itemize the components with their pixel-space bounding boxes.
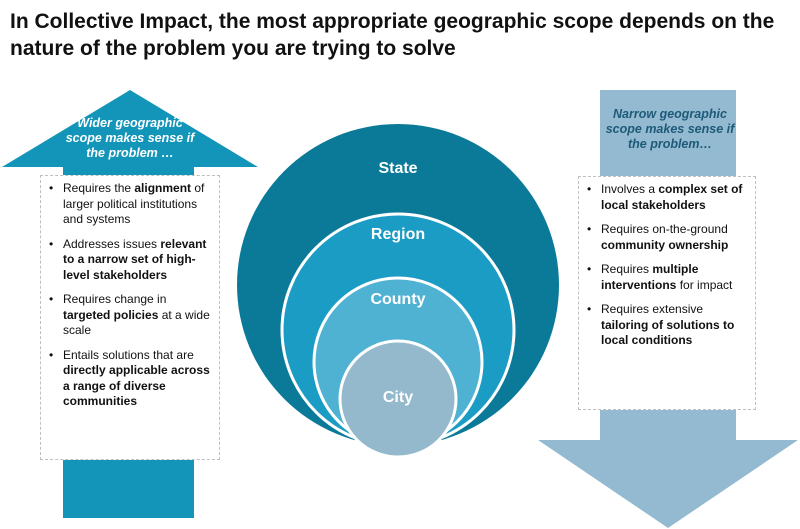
page-title: In Collective Impact, the most appropria… (10, 10, 775, 60)
narrow-scope-label: Narrow geographic scope makes sense if t… (605, 107, 735, 151)
region-label: Region (370, 226, 426, 243)
narrow-scope-criteria: Involves a complex set of local stakehol… (578, 176, 756, 410)
list-item: Requires extensive tailoring of solution… (585, 302, 749, 349)
county-label: County (370, 291, 426, 308)
list-item: Requires on-the-ground community ownersh… (585, 222, 749, 253)
list-item: Entails solutions that are directly appl… (47, 348, 213, 410)
list-item: Requires change in targeted policies at … (47, 292, 213, 339)
wider-scope-criteria: Requires the alignment of larger politic… (40, 175, 220, 460)
list-item: Addresses issues relevant to a narrow se… (47, 237, 213, 284)
city-circle (338, 339, 458, 459)
list-item: Involves a complex set of local stakehol… (585, 182, 749, 213)
wider-scope-label: Wider geographic scope makes sense if th… (65, 116, 195, 160)
state-label: State (378, 160, 418, 177)
list-item: Requires multiple interventions for impa… (585, 262, 749, 293)
list-item: Requires the alignment of larger politic… (47, 181, 213, 228)
city-label: City (382, 389, 414, 406)
